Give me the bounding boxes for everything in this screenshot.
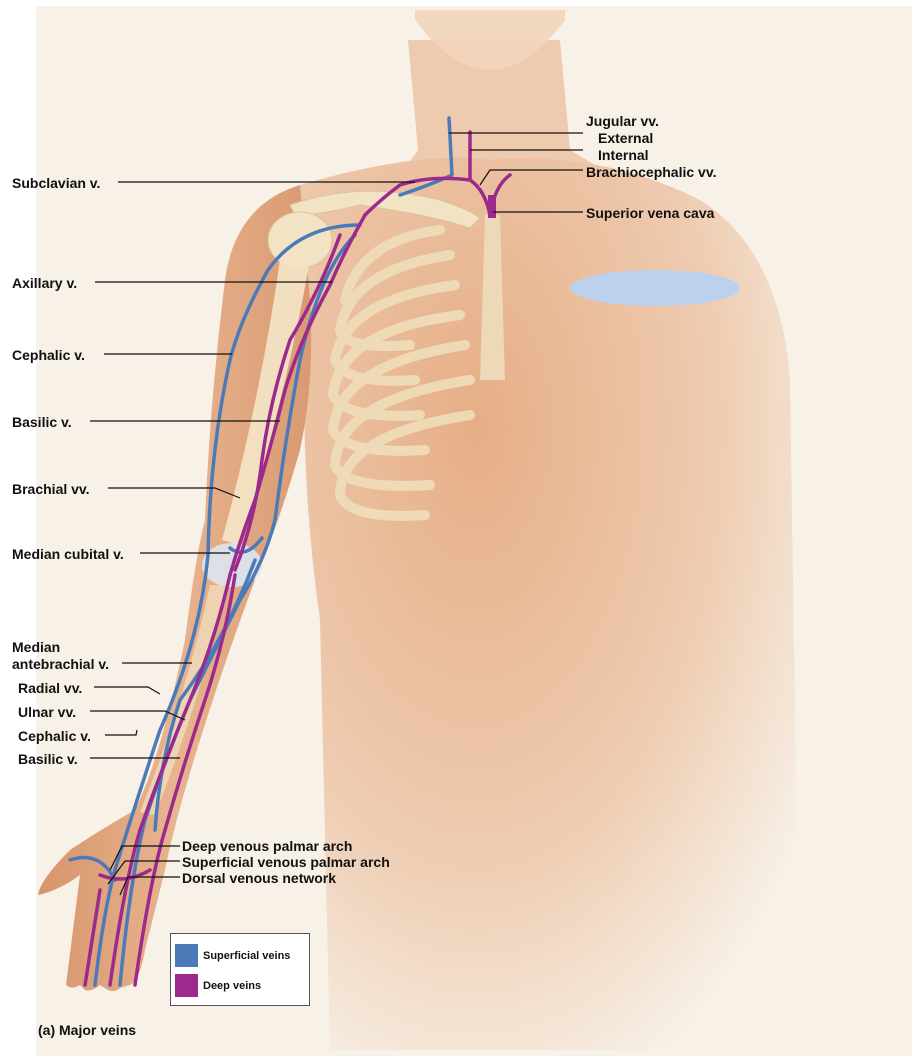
legend-item-deep: Deep veins bbox=[175, 974, 261, 997]
label-median-antebrachial-line2: antebrachial v. bbox=[12, 656, 109, 672]
label-subclavian-vein: Subclavian v. bbox=[12, 175, 100, 191]
label-cephalic-vein-lower: Cephalic v. bbox=[18, 728, 91, 744]
chest-highlight bbox=[570, 270, 740, 306]
legend-swatch-superficial bbox=[175, 944, 198, 967]
legend-swatch-deep bbox=[175, 974, 198, 997]
label-superior-vena-cava: Superior vena cava bbox=[586, 205, 714, 221]
legend-label-superficial: Superficial veins bbox=[203, 950, 290, 962]
label-median-antebrachial-line1: Median bbox=[12, 639, 60, 655]
label-jugular-veins: Jugular vv. bbox=[586, 113, 659, 129]
label-external-jugular: External bbox=[598, 130, 653, 146]
superior-vena-cava bbox=[488, 195, 496, 218]
label-radial-veins: Radial vv. bbox=[18, 680, 82, 696]
label-basilic-vein-lower: Basilic v. bbox=[18, 751, 78, 767]
label-dorsal-venous-network: Dorsal venous network bbox=[182, 870, 336, 886]
figure-caption: (a) Major veins bbox=[38, 1022, 136, 1038]
label-axillary-vein: Axillary v. bbox=[12, 275, 77, 291]
label-brachiocephalic-veins: Brachiocephalic vv. bbox=[586, 164, 716, 180]
label-median-cubital-vein: Median cubital v. bbox=[12, 546, 124, 562]
legend-item-superficial: Superficial veins bbox=[175, 944, 290, 967]
label-ulnar-veins: Ulnar vv. bbox=[18, 704, 76, 720]
legend-label-deep: Deep veins bbox=[203, 980, 261, 992]
label-deep-palmar-arch: Deep venous palmar arch bbox=[182, 838, 352, 854]
label-brachial-veins: Brachial vv. bbox=[12, 481, 90, 497]
label-superficial-palmar-arch: Superficial venous palmar arch bbox=[182, 854, 390, 870]
label-internal-jugular: Internal bbox=[598, 147, 649, 163]
label-cephalic-vein-upper: Cephalic v. bbox=[12, 347, 85, 363]
legend: Superficial veins Deep veins bbox=[170, 933, 310, 1006]
label-basilic-vein-upper: Basilic v. bbox=[12, 414, 72, 430]
